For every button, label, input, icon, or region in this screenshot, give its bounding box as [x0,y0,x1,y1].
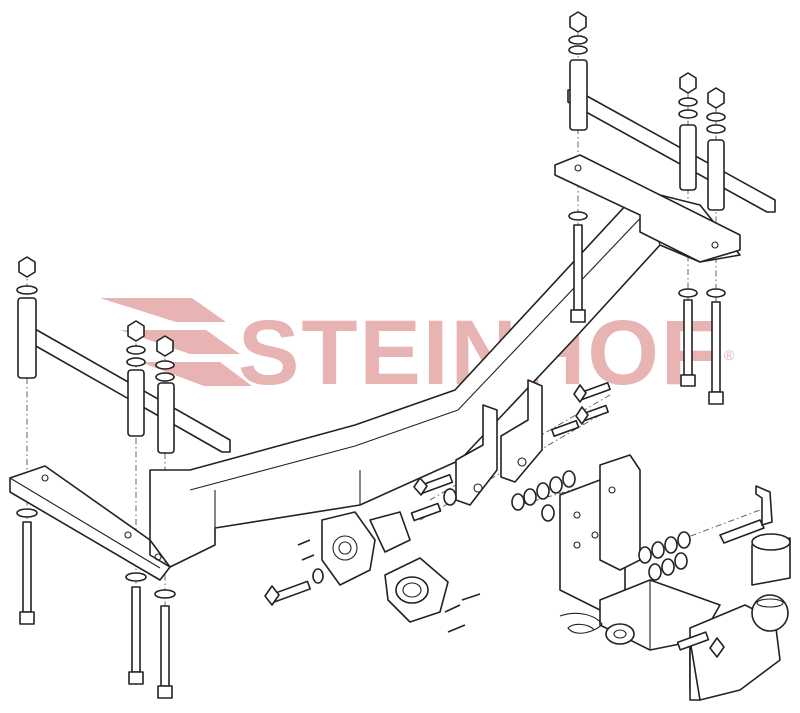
towbar-receiver-plates [559,454,641,611]
left-nut-stack-1 [16,256,38,295]
middle-washer-row [511,470,576,522]
receiver-bolt [676,631,725,658]
right-bolt-1 [568,211,588,323]
right-nut-stack-1 [568,11,588,55]
main-crossbeam [149,189,741,568]
center-bolt-d [413,473,454,496]
tow-ball-icon [751,594,789,632]
right-bolt-3 [706,288,726,405]
right-bolt-2 [678,288,698,387]
left-bolt-2 [125,572,147,685]
spring-clip [559,612,603,634]
center-tab-brackets [455,379,543,506]
d-ring-eye [605,623,635,645]
center-bolt-set [410,381,611,522]
right-nut-stack-3 [706,87,726,134]
lock-pin [719,485,773,544]
left-nut-stack-2 [126,320,146,367]
tow-ball-neck [689,604,781,701]
center-bolt-a [573,381,611,403]
right-strap-assembly [567,59,776,213]
socket-mount-bolt [264,568,324,606]
watermark-swoosh-icon [100,298,252,386]
socket-small-screws [444,593,481,633]
center-bolt-c [550,419,580,438]
tow-ball-cap [751,533,791,586]
watermark-registered-mark: ® [724,347,735,363]
center-bolt-b [575,404,609,425]
right-nut-stack-2 [678,72,698,119]
spacer-bushing [443,488,457,506]
steinhof-watermark: STEINHOF ® [100,298,735,404]
electrical-socket-icon [384,557,449,623]
bracket-small-screws [297,539,315,561]
left-strap-assembly [17,297,231,454]
left-mounting-plate [9,465,171,581]
left-bolt-3 [154,589,176,699]
right-mounting-plate [554,154,741,263]
center-bolt-e [410,502,442,522]
left-nut-stack-3 [155,335,175,382]
socket-bracket [321,511,411,586]
receiver-nut-stack [638,531,691,581]
left-bolt-1 [16,508,38,625]
